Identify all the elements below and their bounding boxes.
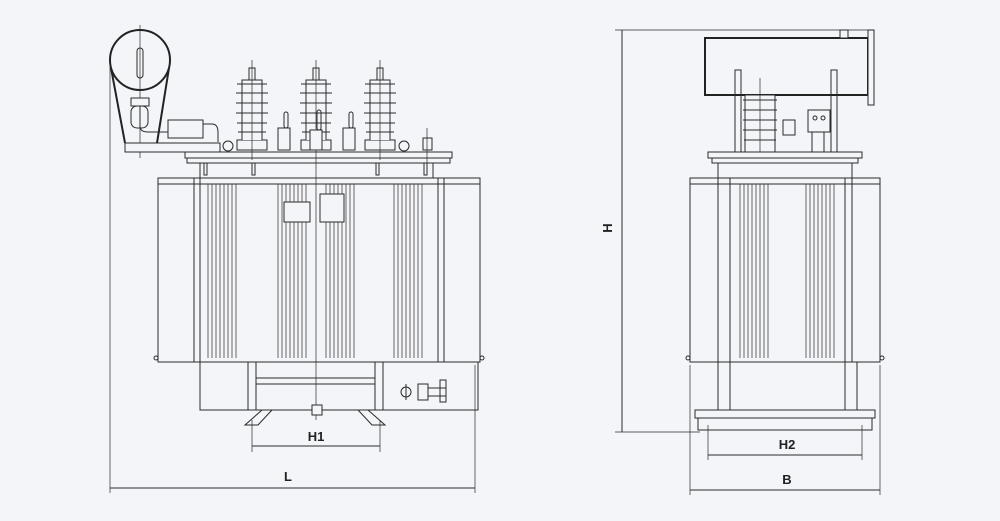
side-bushing [743,78,831,160]
dimension-label-l: L [284,469,292,484]
base-front [199,361,479,426]
dimension-label-b: B [782,472,791,487]
dimension-h: H [600,29,870,433]
dimension-l: L [109,60,476,493]
conservator-side [704,29,875,153]
conservator-front [109,25,221,158]
dimension-label-h2: H2 [779,437,796,452]
dimension-h1: H1 [251,420,381,452]
base-side [694,361,876,431]
tank-cover [184,151,453,159]
lv-bushings [222,109,433,165]
side-view: H2 B H [600,29,885,495]
dimension-b: B [689,365,881,495]
dimension-h2: H2 [707,425,863,460]
dimension-label-h1: H1 [308,429,325,444]
hv-bushings [236,60,396,420]
front-view: H1 L [109,25,485,493]
tank-body-front [153,177,485,363]
dimension-label-h: H [600,223,615,232]
tank-body-side [685,163,885,363]
side-cover [707,151,863,159]
